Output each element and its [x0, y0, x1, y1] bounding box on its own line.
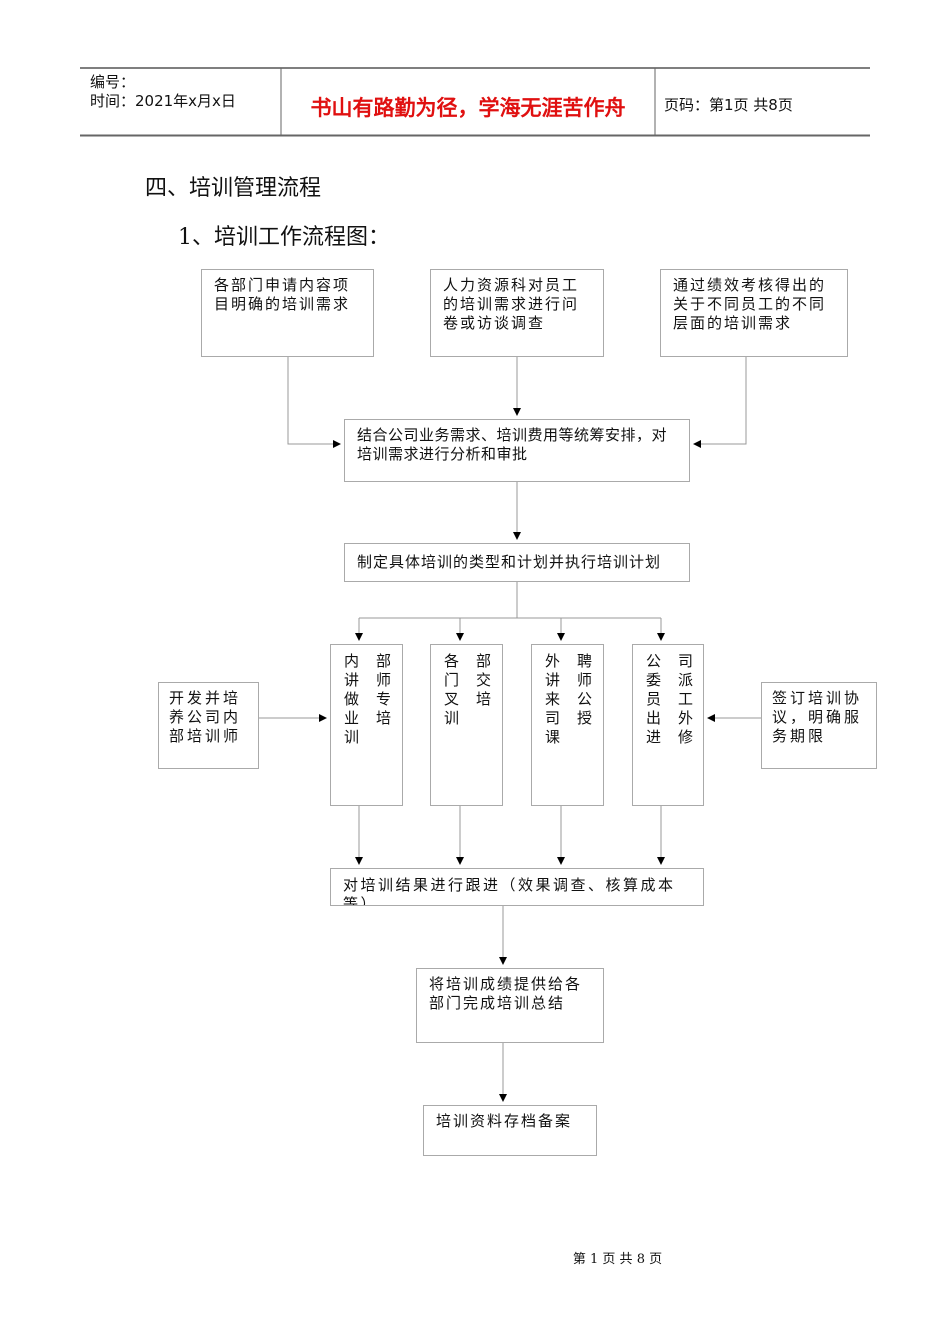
document-date: 时间：2021年x月x日: [90, 92, 236, 110]
flow-box-cross-training: 各部门交叉培训: [430, 644, 503, 806]
flow-box-analysis: 结合公司业务需求、培训费用等统筹安排，对培训需求进行分析和审批: [344, 419, 690, 482]
flow-box-external-study: 公司委派员工出外进修: [632, 644, 704, 806]
section-title: 四、培训管理流程: [145, 176, 322, 201]
page-info: 页码：第1页 共8页: [664, 96, 793, 114]
flow-box-sign-agreement: 签订培训协议，明确服务期限: [761, 682, 877, 769]
subsection-title: 1、培训工作流程图：: [178, 225, 390, 250]
flow-box-performance-needs: 通过绩效考核得出的关于不同员工的不同层面的培训需求: [660, 269, 848, 357]
internal-trainer-text: 内部讲师做专业培训: [344, 652, 409, 746]
cross-training-text: 各部门交叉培训: [444, 652, 509, 727]
external-trainer-text: 外聘讲师来公司授课: [545, 652, 610, 746]
page-footer: 第 1 页 共 8 页: [572, 1252, 663, 1267]
flow-box-department-requests: 各部门申请内容项目明确的培训需求: [201, 269, 374, 357]
flow-box-develop-trainers: 开发并培养公司内部培训师: [158, 682, 259, 769]
motto: 书山有路勤为径，学海无涯苦作舟: [310, 96, 626, 120]
flow-box-archive: 培训资料存档备案: [423, 1105, 597, 1156]
document-number-label: 编号：: [90, 73, 136, 91]
flow-box-hr-survey: 人力资源科对员工的培训需求进行问卷或访谈调查: [430, 269, 604, 357]
flow-box-followup: 对培训结果进行跟进（效果调查、核算成本等）: [330, 868, 704, 906]
flow-box-plan: 制定具体培训的类型和计划并执行培训计划: [344, 543, 690, 582]
flow-box-internal-trainer: 内部讲师做专业培训: [330, 644, 403, 806]
flow-box-external-trainer: 外聘讲师来公司授课: [531, 644, 604, 806]
external-study-text: 公司委派员工出外进修: [646, 652, 711, 746]
flow-box-summary: 将培训成绩提供给各部门完成培训总结: [416, 968, 604, 1043]
